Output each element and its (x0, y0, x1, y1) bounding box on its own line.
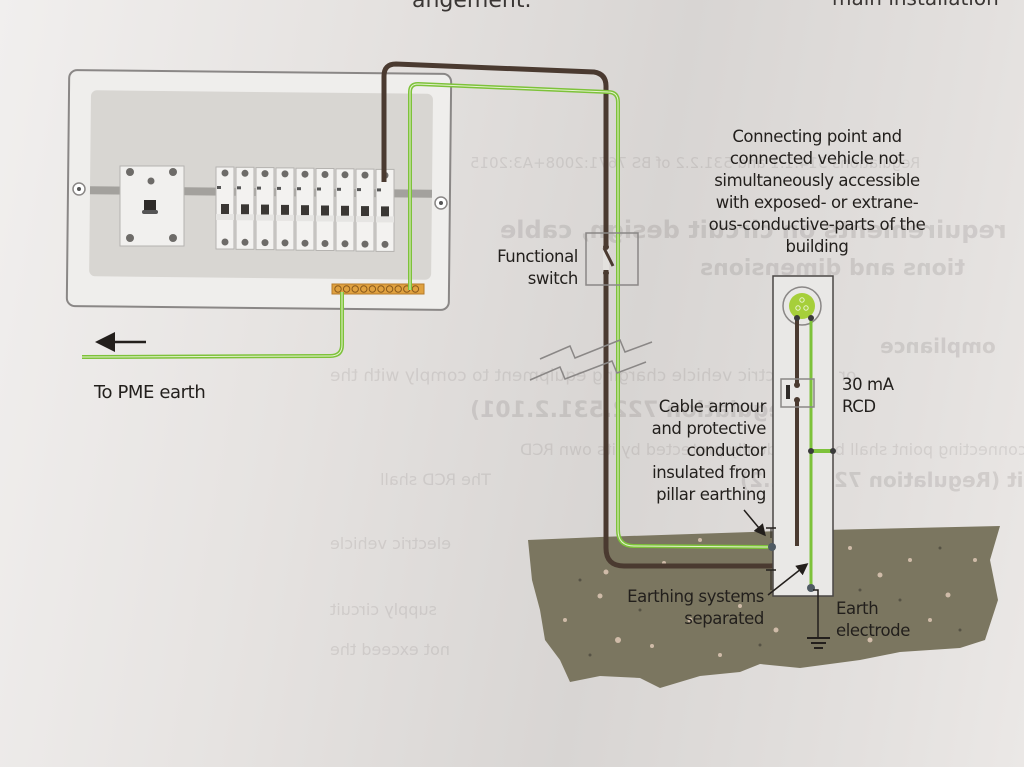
label-line: Cable armour (658, 397, 767, 416)
to-pme-earth-label: To PME earth (94, 382, 206, 403)
consumer-unit (65, 69, 453, 311)
label-line: simultaneously accessible (714, 171, 920, 190)
label-line: and protective (651, 419, 767, 438)
earth-bar-terminal (385, 285, 394, 293)
earth-bar (331, 283, 425, 295)
label-line: Functional (497, 247, 578, 266)
header-fragment-left: angement. (412, 0, 532, 13)
mcb-breaker (255, 167, 275, 251)
earth-bar-terminal (394, 285, 402, 293)
mcb-breaker (315, 168, 335, 251)
label-line: RCD (842, 397, 876, 416)
label-line: 30 mA (842, 375, 894, 394)
label-line: Earthing systems (627, 587, 764, 606)
label-line: Earth (836, 599, 879, 618)
label-line: switch (527, 269, 579, 288)
mcb-breaker (275, 167, 295, 251)
earth-electrode-label: Earth electrode (836, 598, 910, 642)
functional-switch-label: Functional switch (470, 246, 578, 290)
switch-symbol-icon (585, 232, 639, 286)
mcb-breaker (335, 168, 355, 252)
label-line: connected vehicle not (729, 149, 905, 168)
label-line: insulated from (652, 463, 766, 482)
earth-bar-terminal (351, 285, 359, 293)
cable-armour-note: Cable armour and protective conductor in… (620, 396, 767, 506)
ground-speckles (563, 538, 977, 657)
charging-pillar (766, 275, 836, 597)
label-line: electrode (836, 621, 910, 640)
mcb-breaker (355, 168, 375, 252)
label-line: ous-conductive-parts of the (708, 215, 926, 234)
label-line: with exposed- or extrane- (715, 193, 919, 212)
ground-area (528, 526, 1000, 688)
earth-bar-terminal (360, 285, 368, 293)
label-line: building (785, 237, 849, 256)
mcb-breaker (215, 166, 235, 250)
earth-bar-terminal (377, 285, 385, 293)
label-line: pillar earthing (656, 485, 766, 504)
earth-bar-terminal (334, 285, 342, 293)
mcb-row (215, 166, 395, 252)
rcd-symbol-icon (780, 378, 815, 408)
socket-outlet-icon (782, 286, 822, 326)
header-fragment-right: main installation (832, 0, 999, 10)
break-symbol-icon (529, 339, 653, 381)
label-line: conductor (686, 441, 767, 460)
earth-ground-icon (807, 589, 830, 649)
connecting-point-note: Connecting point and connected vehicle n… (690, 126, 944, 258)
label-line: separated (684, 609, 764, 628)
earth-bar-terminal (368, 285, 377, 293)
mcb-breaker (295, 167, 315, 251)
earth-bar-terminal (411, 285, 420, 293)
rcd-label: 30 mA RCD (842, 374, 894, 418)
mcb-breaker (235, 166, 255, 250)
label-line: Connecting point and (732, 127, 902, 146)
pointer-arrow (767, 563, 809, 596)
earthing-systems-label: Earthing systems separated (600, 586, 764, 630)
main-switch (119, 165, 185, 247)
pointer-arrow (743, 509, 766, 537)
earth-bar-terminal (342, 285, 351, 293)
